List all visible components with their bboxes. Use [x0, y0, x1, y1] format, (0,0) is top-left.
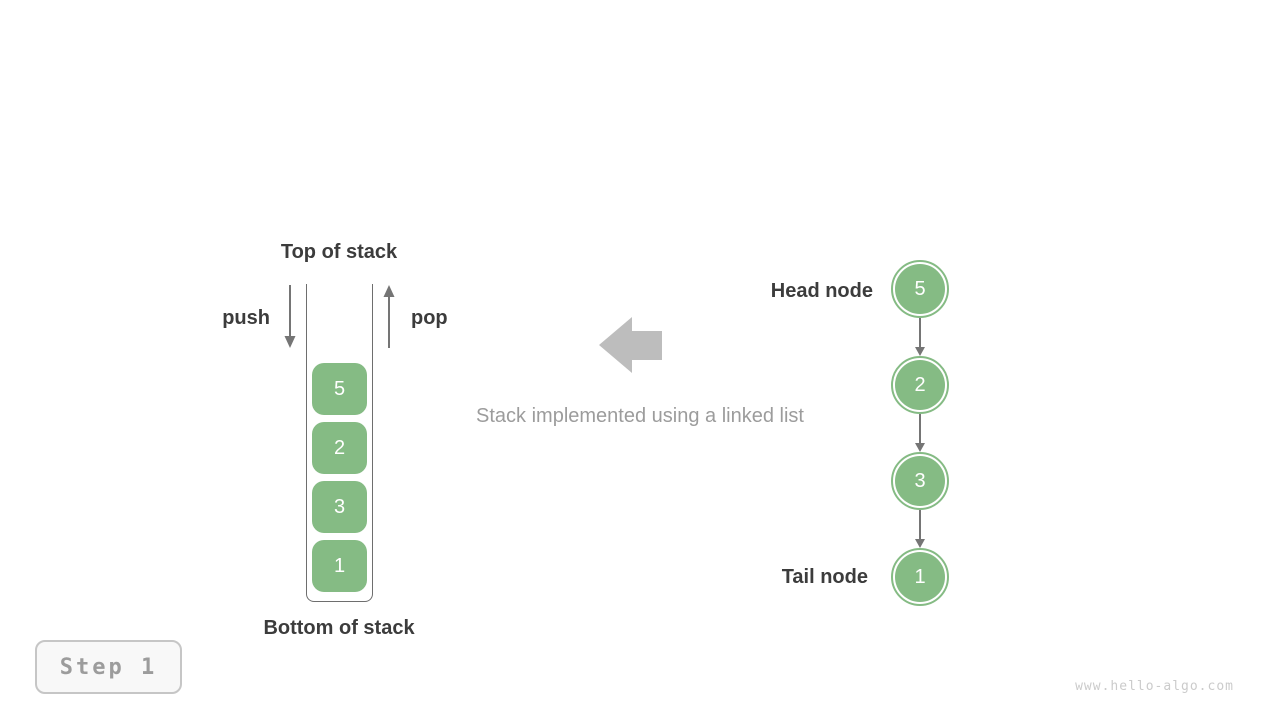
step-badge: Step 1 [35, 640, 182, 694]
list-node-value: 5 [895, 264, 945, 314]
pop-label: pop [411, 307, 448, 329]
push-arrow-icon [284, 285, 296, 348]
list-node: 1 [891, 548, 949, 606]
tail-node-label: Tail node [781, 566, 868, 588]
stack-top-label: Top of stack [280, 241, 398, 263]
stack-container: 5 2 3 1 [306, 284, 373, 602]
next-pointer-arrow-icon [891, 510, 949, 548]
list-node-value: 2 [895, 360, 945, 410]
watermark: www.hello-algo.com [1075, 679, 1234, 694]
next-pointer-arrow-icon [891, 414, 949, 452]
left-block-arrow-icon [599, 317, 662, 373]
stack-item: 5 [312, 363, 367, 415]
stack-item: 1 [312, 540, 367, 592]
list-node: 3 [891, 452, 949, 510]
next-pointer-arrow-icon [891, 318, 949, 356]
push-label: push [222, 307, 270, 329]
list-node-value: 1 [895, 552, 945, 602]
list-node: 2 [891, 356, 949, 414]
linked-list-column: 5 2 3 1 [891, 260, 949, 606]
pop-arrow-icon [383, 285, 395, 348]
stack-item: 3 [312, 481, 367, 533]
list-node: 5 [891, 260, 949, 318]
list-node-value: 3 [895, 456, 945, 506]
caption-text: Stack implemented using a linked list [476, 405, 804, 427]
stack-bottom-label: Bottom of stack [263, 617, 415, 639]
stack-item: 2 [312, 422, 367, 474]
head-node-label: Head node [770, 280, 873, 302]
